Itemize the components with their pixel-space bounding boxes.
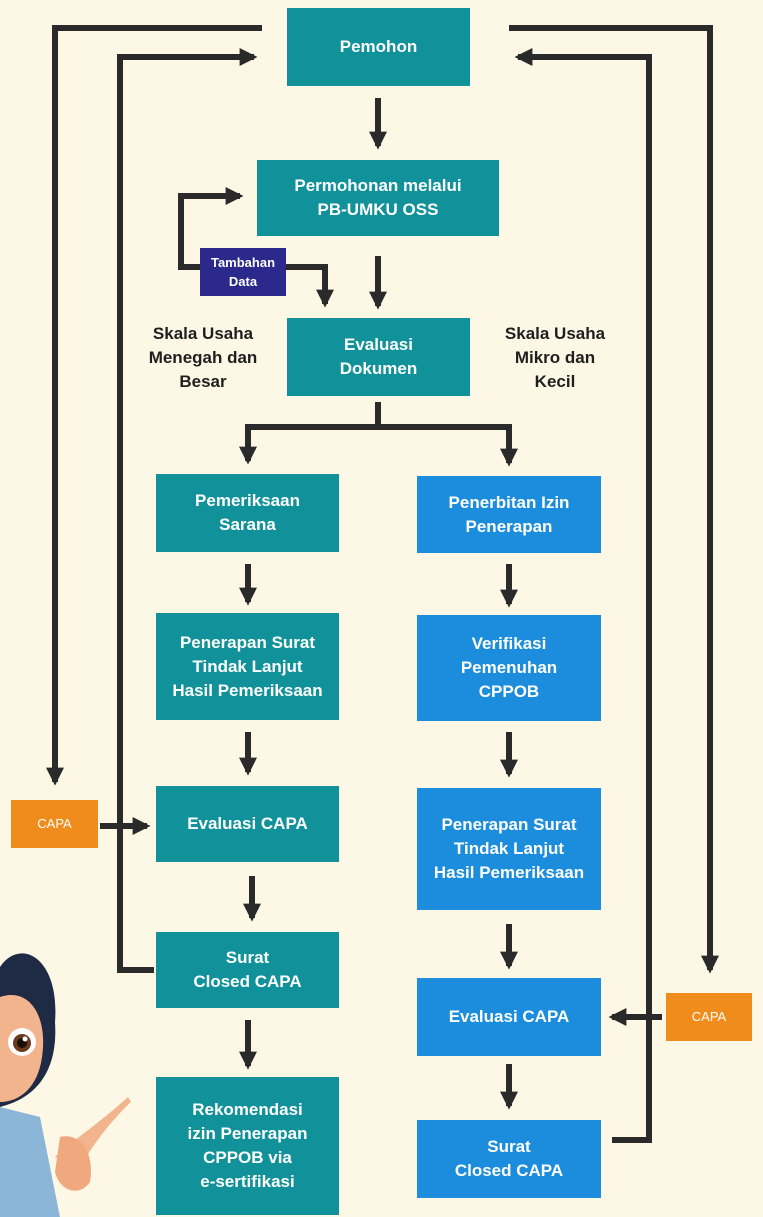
- arrow-tambahan-to-evaluasi: [286, 264, 334, 308]
- capa-left-box: CAPA: [11, 800, 98, 848]
- permohonan-box: Permohonan melalui PB-UMKU OSS: [257, 160, 499, 236]
- evaluasi-capa-left-box: Evaluasi CAPA: [156, 786, 339, 862]
- penerapan-surat-right-box: Penerapan Surat Tindak Lanjut Hasil Peme…: [417, 788, 601, 910]
- verifikasi-box: Verifikasi Pemenuhan CPPOB: [417, 615, 601, 721]
- arrow-surat-closed-left-to-pemohon: [117, 48, 258, 973]
- caption-left-scale: Skala Usaha Menegah dan Besar: [148, 324, 258, 391]
- arrow-split-right: [378, 424, 518, 467]
- evaluasi-dokumen-box: Evaluasi Dokumen: [287, 318, 470, 396]
- arrow-tambahan-to-permohonan: [178, 187, 244, 270]
- tambahan-data-box: Tambahan Data: [200, 248, 286, 296]
- evaluasi-capa-right-box: Evaluasi CAPA: [417, 978, 601, 1056]
- surat-closed-capa-right-box: Surat Closed CAPA: [417, 1120, 601, 1198]
- caption-right-scale: Skala Usaha Mikro dan Kecil: [504, 324, 606, 391]
- mascot-illustration: [0, 953, 131, 1217]
- arrow-pemohon-to-capa-right: [509, 25, 719, 974]
- capa-right-box: CAPA: [666, 993, 752, 1041]
- arrow-pemohon-to-capa-left: [46, 25, 262, 786]
- pemohon-box: Pemohon: [287, 8, 470, 86]
- arrow-split-left: [239, 402, 381, 465]
- penerapan-surat-left-box: Penerapan Surat Tindak Lanjut Hasil Peme…: [156, 613, 339, 720]
- penerbitan-izin-box: Penerbitan Izin Penerapan: [417, 476, 601, 553]
- rekomendasi-box: Rekomendasi izin Penerapan CPPOB via e-s…: [156, 1077, 339, 1215]
- arrow-surat-closed-right-to-pemohon: [514, 48, 652, 1143]
- surat-closed-capa-left-box: Surat Closed CAPA: [156, 932, 339, 1008]
- pemeriksaan-sarana-box: Pemeriksaan Sarana: [156, 474, 339, 552]
